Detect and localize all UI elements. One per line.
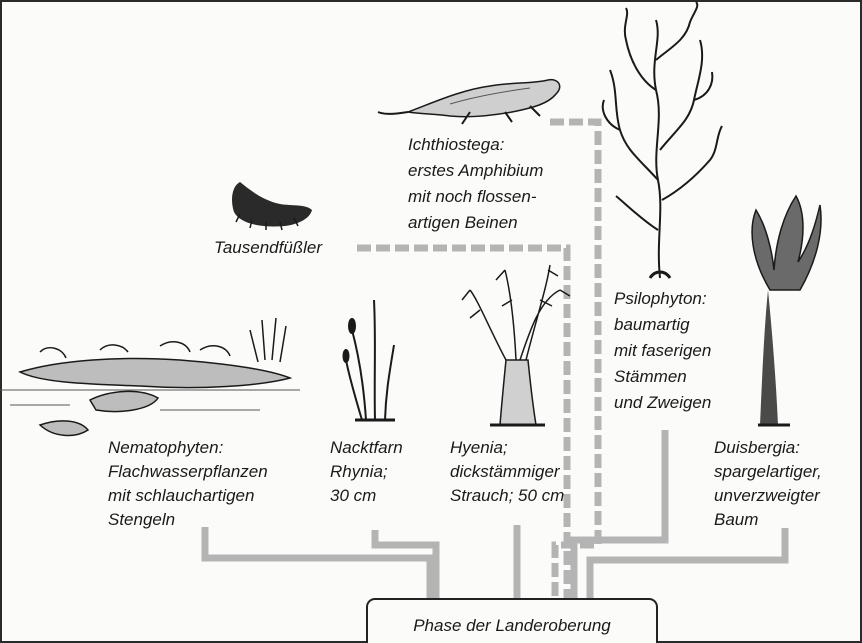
label-line: Tausendfüßler [214,236,322,260]
psilophyton-illustration [603,2,722,278]
label-nematophyten: Nematophyten: Flachwasserpflanzen mit sc… [108,436,268,532]
label-line: Rhynia; [330,460,403,484]
label-line: unverzweigter [714,484,822,508]
label-hyenia: Hyenia; dickstämmiger Strauch; 50 cm [450,436,564,508]
nematophyten-illustration [0,318,300,435]
label-line: Nacktfarn [330,436,403,460]
hyenia-illustration [462,265,570,425]
label-line: Flachwasserpflanzen [108,460,268,484]
duisbergia-illustration [752,196,821,425]
label-line: Stengeln [108,508,268,532]
label-line: baumartig [614,312,711,338]
ichthiostega-illustration [378,80,560,124]
label-line: Strauch; 50 cm [450,484,564,508]
label-line: 30 cm [330,484,403,508]
connector-ichthiostega [550,122,598,598]
label-line: Nematophyten: [108,436,268,460]
label-line: mit faserigen [614,338,711,364]
label-line: dickstämmiger [450,460,564,484]
rhynia-illustration [344,300,396,420]
label-line: Psilophyton: [614,286,711,312]
label-line: spargelartiger, [714,460,822,484]
label-rhynia: Nacktfarn Rhynia; 30 cm [330,436,403,508]
label-line: erstes Amphibium [408,158,543,184]
phase-box: Phase der Landeroberung [366,598,658,643]
label-line: mit schlauchartigen [108,484,268,508]
label-ichthiostega: Ichthiostega: erstes Amphibium mit noch … [408,132,543,236]
label-duisbergia: Duisbergia: spargelartiger, unverzweigte… [714,436,822,532]
phase-label: Phase der Landeroberung [368,616,656,636]
tausendfuessler-illustration [232,182,312,230]
label-tausendfuessler: Tausendfüßler [214,236,322,260]
label-line: Baum [714,508,822,532]
label-line: Hyenia; [450,436,564,460]
label-line: Stämmen [614,364,711,390]
label-line: Ichthiostega: [408,132,543,158]
label-line: Duisbergia: [714,436,822,460]
label-line: und Zweigen [614,390,711,416]
label-psilophyton: Psilophyton: baumartig mit faserigen Stä… [614,286,711,416]
connector-nematophyten [205,527,430,598]
label-line: artigen Beinen [408,210,543,236]
label-line: mit noch flossen- [408,184,543,210]
